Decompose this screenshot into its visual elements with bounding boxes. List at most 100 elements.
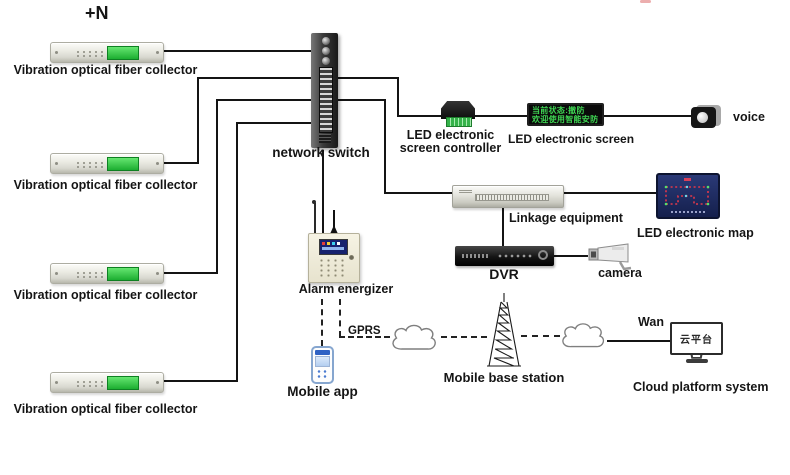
wireless-link: [339, 336, 390, 338]
phone-screen-icon: [315, 356, 330, 367]
gprs-label: GPRS: [348, 325, 381, 337]
wireless-link: [321, 299, 323, 346]
screw-icon: [156, 272, 159, 275]
pixel-icon: [332, 242, 335, 245]
vibration-collector-device-1: [50, 42, 164, 63]
alarm-energizer-label: Alarm energizer: [298, 282, 394, 296]
plus-n-label: +N: [85, 3, 109, 23]
linkage-equipment-label: Linkage equipment: [509, 211, 623, 225]
red-mark-artifact: [640, 0, 651, 3]
collector-label-4: Vibration optical fiber collector: [13, 402, 198, 416]
wire: [384, 192, 453, 194]
vibration-collector-device-2: [50, 153, 164, 174]
wan-label: Wan: [638, 315, 664, 329]
wire: [197, 77, 312, 79]
screw-icon: [55, 162, 58, 165]
wire: [397, 77, 399, 117]
wire: [474, 115, 528, 117]
faceplate-text-icon: [459, 190, 472, 194]
network-switch-label: network switch: [272, 145, 370, 160]
antenna-icon: [314, 203, 316, 233]
wire: [603, 115, 692, 117]
phone-keys-icon: [316, 369, 329, 380]
wire: [160, 162, 199, 164]
collector-label-3: Vibration optical fiber collector: [13, 288, 198, 302]
screw-icon: [55, 272, 58, 275]
switch-ports-icon: [319, 67, 333, 133]
led-electronic-screen-device: 当前状态:撤防 欢迎使用智能安防: [527, 103, 604, 126]
collector-label-2: Vibration optical fiber collector: [13, 178, 198, 192]
led-indicators-icon: [75, 271, 107, 279]
green-display-icon: [107, 376, 139, 390]
green-display-icon: [107, 157, 139, 171]
cloud-icon: [562, 323, 605, 348]
led-screen-text-line1: 当前状态:撤防: [532, 105, 585, 115]
pixel-icon: [322, 242, 325, 245]
dvr-device: [455, 246, 554, 266]
antenna-icon: [333, 210, 335, 227]
alarm-display-icon: [319, 239, 348, 255]
led-screen-label: LED electronic screen: [508, 132, 635, 146]
camera-label: camera: [598, 266, 642, 280]
green-display-icon: [107, 46, 139, 60]
antenna-base-icon: [330, 225, 338, 234]
led-controller-label-line2: screen controller: [399, 141, 502, 155]
wire: [236, 122, 312, 124]
vibration-collector-device-4: [50, 372, 164, 393]
keypad-icon: [318, 258, 346, 277]
wire: [397, 115, 443, 117]
mobile-app-label: Mobile app: [287, 384, 358, 399]
wireless-link: [339, 299, 341, 337]
screw-icon: [55, 51, 58, 54]
wireless-link: [521, 335, 560, 337]
linkage-equipment-device: [452, 185, 564, 208]
collector-label-1: Vibration optical fiber collector: [13, 63, 198, 77]
wire: [560, 192, 657, 194]
screw-icon: [156, 381, 159, 384]
switch-port-icon: [322, 37, 330, 45]
wire: [502, 206, 504, 247]
speaker-cone-icon: [697, 112, 708, 123]
cloud-platform-label: Cloud platform system: [633, 380, 769, 394]
wire: [158, 380, 238, 382]
led-map-label: LED electronic map: [637, 226, 754, 240]
wire: [607, 340, 671, 342]
indicator-icon: [349, 255, 354, 260]
cloud-icon: [392, 324, 436, 350]
monitor-base-icon: [686, 359, 708, 363]
alarm-energizer-device: [308, 233, 360, 283]
phone-header-icon: [315, 350, 330, 355]
switch-vents-icon: [319, 134, 331, 143]
mobile-phone-icon: [311, 346, 334, 384]
pixel-icon: [327, 242, 330, 245]
antenna-icon: [312, 200, 316, 204]
wire: [337, 99, 386, 101]
vent-strip-icon: [475, 194, 549, 201]
camera-icon: [588, 243, 632, 271]
led-controller-label-line1: LED electronic: [406, 128, 495, 142]
wire: [197, 77, 199, 164]
dvr-display-icon: [462, 254, 488, 258]
pixel-icon: [337, 242, 340, 245]
vibration-collector-device-3: [50, 263, 164, 284]
wire: [216, 99, 218, 274]
wireless-link: [441, 336, 487, 338]
screw-icon: [156, 51, 159, 54]
dvr-label: DVR: [489, 266, 519, 282]
led-electronic-map-device: [656, 173, 720, 219]
monitor-screen-text: 云平台: [680, 335, 713, 346]
cloud-platform-monitor-icon: 云平台: [670, 322, 723, 355]
led-controller-label: LED electronic screen controller: [393, 129, 508, 155]
network-switch-device: [311, 33, 338, 148]
screw-icon: [55, 381, 58, 384]
wire: [160, 272, 218, 274]
wire: [216, 99, 312, 101]
voice-label: voice: [733, 110, 765, 124]
switch-port-icon: [322, 57, 330, 65]
screw-icon: [156, 162, 159, 165]
wire: [337, 77, 399, 79]
dvr-knob-icon: [538, 250, 548, 260]
green-display-icon: [107, 267, 139, 281]
wire: [322, 150, 324, 233]
